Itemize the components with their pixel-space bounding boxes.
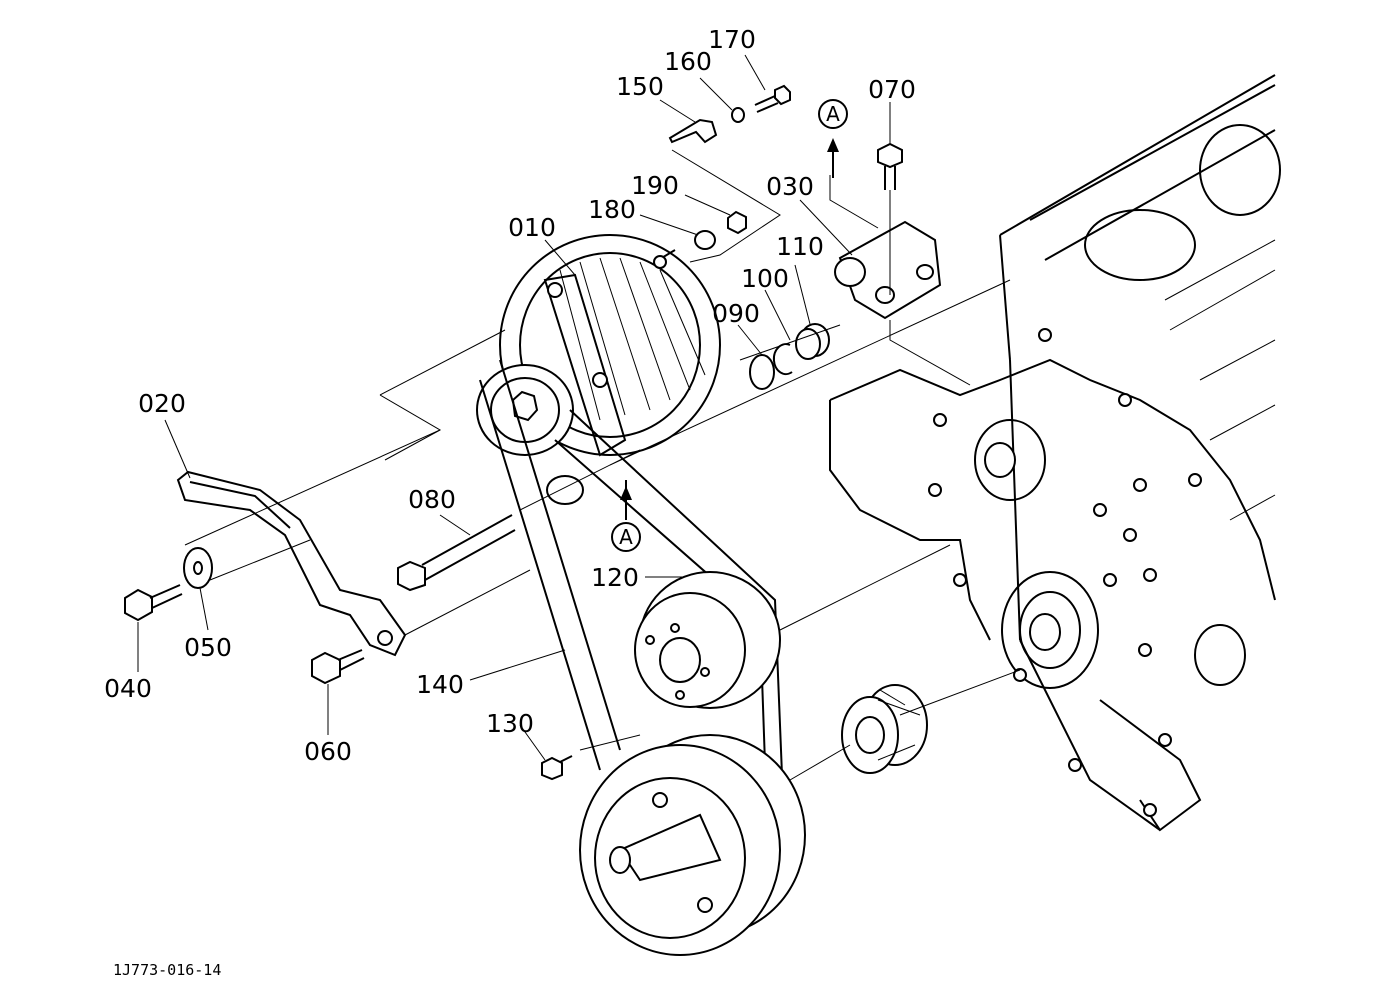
assembly-lines xyxy=(184,149,1021,781)
callout-060: 060 xyxy=(304,737,352,766)
callout-labels: 010 020 030 040 050 060 070 080 090 100 … xyxy=(104,25,916,766)
callout-040: 040 xyxy=(104,674,152,703)
ref-marker-top-label: A xyxy=(826,102,840,126)
ref-marker-bottom-label: A xyxy=(619,525,633,549)
spacers-090-100-110 xyxy=(749,323,830,390)
leader-lines xyxy=(137,54,891,761)
drawing-code: 1J773-016-14 xyxy=(113,961,221,979)
bracket-030 xyxy=(834,220,942,320)
callout-100: 100 xyxy=(741,264,789,293)
callout-190: 190 xyxy=(631,171,679,200)
callout-080: 080 xyxy=(408,485,456,514)
ref-marker-top: A xyxy=(818,99,848,178)
callout-030: 030 xyxy=(766,172,814,201)
callout-140: 140 xyxy=(416,670,464,699)
callout-050: 050 xyxy=(184,633,232,662)
alternator xyxy=(476,234,721,505)
bolt-070 xyxy=(877,142,903,190)
callout-010: 010 xyxy=(508,213,556,242)
crank-pulley xyxy=(579,734,806,956)
callout-130: 130 xyxy=(486,709,534,738)
alternator-stay xyxy=(176,470,407,657)
callout-120: 120 xyxy=(591,563,639,592)
callout-170: 170 xyxy=(708,25,756,54)
ref-marker-bottom: A xyxy=(611,480,641,552)
bolt-040 xyxy=(124,584,183,622)
nut-washer-180-190 xyxy=(694,210,747,250)
callout-070: 070 xyxy=(868,75,916,104)
bolt-060 xyxy=(311,649,365,685)
washer-050 xyxy=(183,547,213,589)
callout-160: 160 xyxy=(664,47,712,76)
callout-110: 110 xyxy=(776,232,824,261)
engine-block xyxy=(829,74,1281,832)
callout-020: 020 xyxy=(138,389,186,418)
bolt-130 xyxy=(541,755,573,781)
gear xyxy=(841,684,928,774)
plate-150-160-170 xyxy=(668,84,791,144)
callout-090: 090 xyxy=(712,299,760,328)
callout-150: 150 xyxy=(616,72,664,101)
callout-180: 180 xyxy=(588,195,636,224)
bolt-080 xyxy=(397,514,516,592)
fan-pulley xyxy=(634,571,781,709)
